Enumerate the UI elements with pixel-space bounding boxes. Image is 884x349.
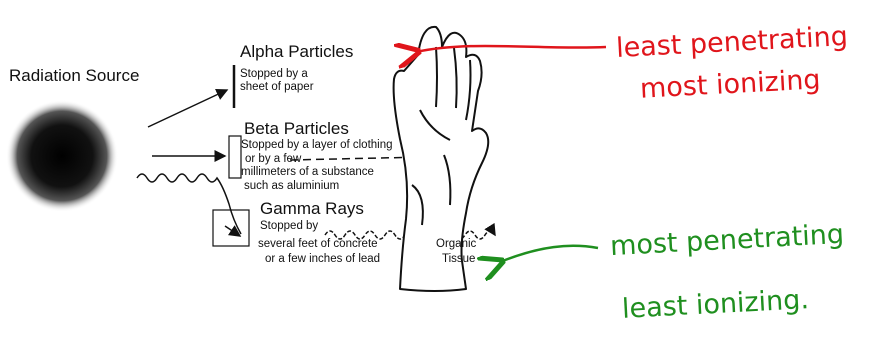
beta-title: Beta Particles xyxy=(244,119,349,139)
gamma-desc-line1: Stopped by xyxy=(260,220,318,233)
concrete-barrier xyxy=(213,210,249,246)
alpha-desc-line1: Stopped by a xyxy=(240,68,308,81)
hand-drawing xyxy=(394,27,489,291)
gamma-wave-1 xyxy=(137,174,241,234)
gamma-desc-line2: several feet of concrete xyxy=(258,238,378,251)
gamma-title: Gamma Rays xyxy=(260,199,364,219)
tissue-label-line2: Tissue xyxy=(442,253,475,266)
beta-desc-line3: millimeters of a substance xyxy=(241,166,374,179)
alpha-arrow xyxy=(148,90,227,127)
green-annotation-arrow xyxy=(500,246,598,262)
beta-desc-line4: such as aluminium xyxy=(244,180,339,193)
alpha-title: Alpha Particles xyxy=(240,42,353,62)
gamma-desc-line3: or a few inches of lead xyxy=(265,253,380,266)
tissue-label-line1: Organic xyxy=(436,238,476,251)
radiation-source-label: Radiation Source xyxy=(9,66,139,86)
alpha-desc-line2: sheet of paper xyxy=(240,81,314,94)
beta-desc-line2: or by a few xyxy=(245,153,301,166)
radiation-source-blob xyxy=(6,100,118,212)
clothing-barrier xyxy=(229,136,241,178)
beta-desc-line1: Stopped by a layer of clothing xyxy=(241,139,393,152)
